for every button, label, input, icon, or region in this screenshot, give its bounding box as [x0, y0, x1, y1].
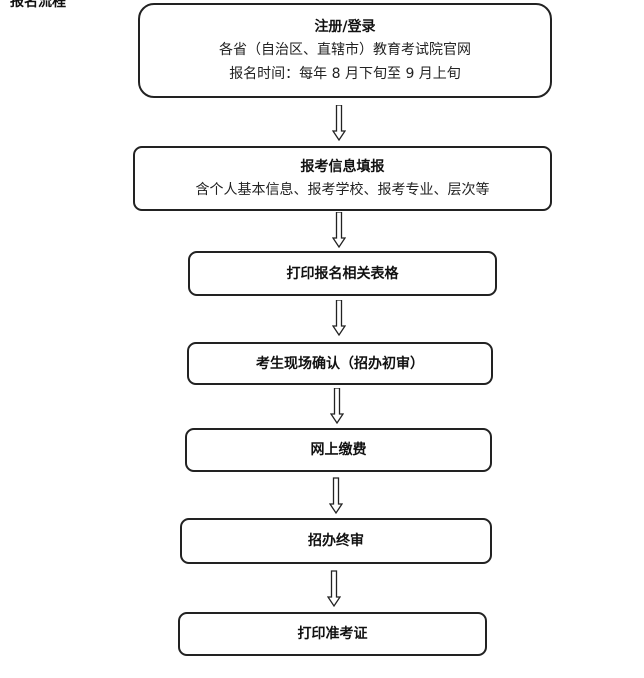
step-detail: 报名时间：每年 8 月下旬至 9 月上旬: [229, 65, 461, 82]
step-print-forms: 打印报名相关表格: [188, 251, 497, 296]
step-heading: 网上缴费: [310, 442, 367, 458]
step-print-admission-ticket: 打印准考证: [178, 612, 487, 656]
step-detail: 各省（自治区、直辖市）教育考试院官网: [219, 41, 471, 58]
step-register-login: 注册/登录 各省（自治区、直辖市）教育考试院官网 报名时间：每年 8 月下旬至 …: [138, 3, 552, 98]
step-online-payment: 网上缴费: [185, 428, 492, 472]
step-heading: 报考信息填报: [300, 158, 385, 175]
step-onsite-confirm: 考生现场确认（招办初审）: [187, 342, 493, 385]
step-fill-info: 报考信息填报 含个人基本信息、报考学校、报考专业、层次等: [133, 146, 552, 211]
down-arrow-icon: [327, 570, 341, 608]
diagram-title: 报名流程: [10, 0, 66, 10]
step-final-review: 招办终审: [180, 518, 492, 564]
down-arrow-icon: [332, 300, 346, 336]
down-arrow-icon: [330, 388, 344, 424]
step-detail: 含个人基本信息、报考学校、报考专业、层次等: [195, 181, 490, 198]
down-arrow-icon: [332, 105, 346, 141]
down-arrow-icon: [332, 212, 346, 248]
step-heading: 打印准考证: [297, 626, 368, 642]
down-arrow-icon: [329, 477, 343, 515]
step-heading: 考生现场确认（招办初审）: [256, 355, 424, 372]
step-heading: 注册/登录: [314, 18, 376, 35]
step-heading: 打印报名相关表格: [286, 265, 399, 282]
step-heading: 招办终审: [308, 533, 364, 549]
